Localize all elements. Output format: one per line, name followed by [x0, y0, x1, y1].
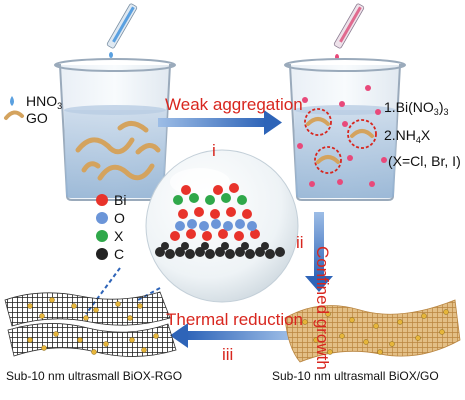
reagent-line-1: 1.Bi(NO3)3	[384, 99, 449, 117]
step-iii-label: iii	[222, 345, 234, 364]
o-atom-icon	[96, 212, 108, 224]
hno3-label: HNO3	[26, 93, 63, 111]
aggregated-go-clusters	[297, 97, 387, 187]
c-atom-icon	[96, 248, 108, 260]
caption-biox-rgo: Sub-10 nm ultrasmall BiOX-RGO	[6, 369, 183, 383]
atomic-model-bubble	[145, 149, 299, 303]
bi-salt-dot-icon	[365, 85, 371, 91]
x-atom-icon	[96, 230, 108, 242]
weak-aggregation-label: Weak aggregation	[165, 95, 303, 114]
reagent-line-3: (X=Cl, Br, I)	[388, 153, 461, 169]
go-flake-icon	[4, 110, 24, 120]
pipette-left-icon	[106, 3, 138, 58]
step-i-label: i	[212, 141, 216, 160]
biox-rgo-sheets	[4, 291, 177, 357]
go-label: GO	[26, 110, 48, 126]
bi-atom-icon	[96, 194, 108, 206]
legend-c-label: C	[114, 246, 125, 262]
reagent-line-2: 2.NH4X	[384, 127, 431, 145]
legend-o-label: O	[114, 210, 125, 226]
thermal-reduction-label: Thermal reduction	[166, 310, 304, 329]
pipette-right-icon	[333, 3, 365, 60]
arrow-thermal-reduction	[170, 323, 290, 348]
go-flakes	[75, 121, 161, 181]
confined-growth-label: Confined growth	[313, 246, 332, 370]
droplet-icon	[10, 96, 14, 106]
caption-biox-go: Sub-10 nm ultrasmall BiOX/GO	[272, 369, 439, 383]
zoom-leader-lines	[85, 267, 161, 315]
legend-bi-label: Bi	[114, 192, 127, 208]
arrow-weak-aggregation	[158, 110, 282, 135]
biox-go-sheet	[284, 299, 461, 363]
legend-x-label: X	[114, 228, 124, 244]
beaker-right	[284, 58, 406, 201]
arrow-confined-growth	[305, 212, 333, 292]
beaker-left	[54, 58, 176, 201]
step-ii-label: ii	[296, 233, 304, 252]
